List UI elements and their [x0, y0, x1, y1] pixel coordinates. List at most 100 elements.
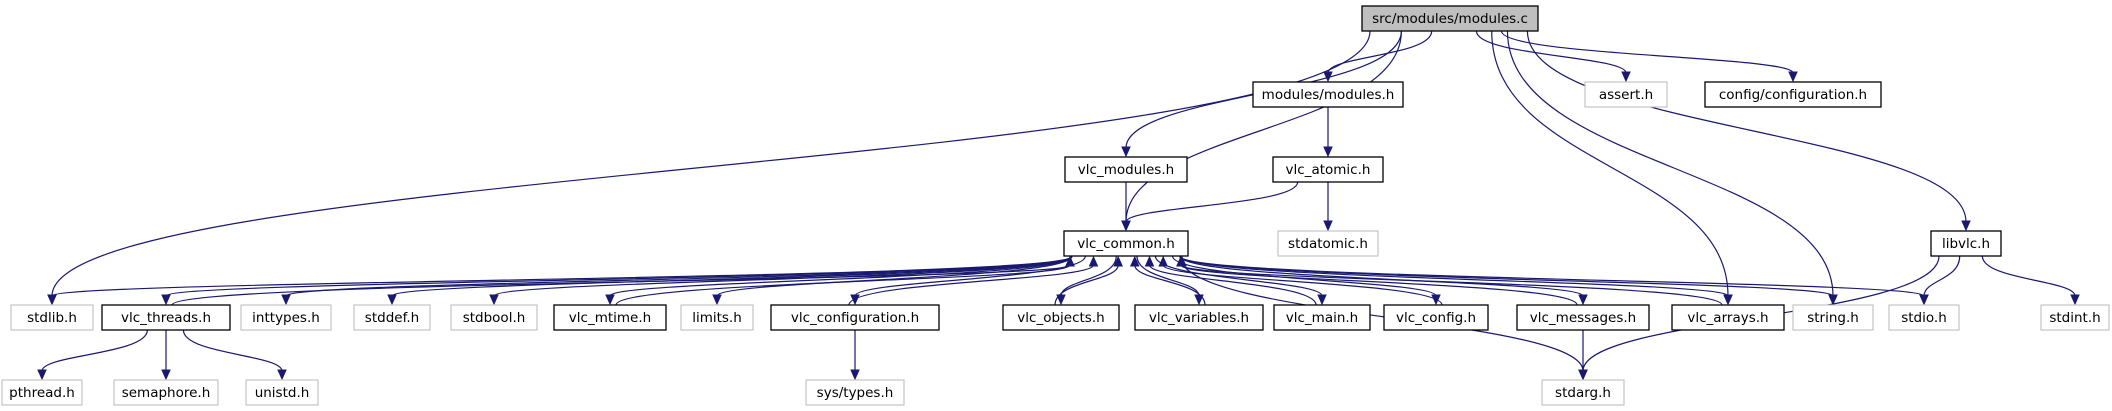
node-vlc-common-h[interactable]: vlc_common.h	[1063, 230, 1189, 257]
node-box	[1064, 156, 1188, 183]
edge-vlc-arrays-h-to-vlc-common-h	[1177, 255, 1723, 306]
node-label: semaphore.h	[122, 385, 211, 401]
node-label: stdlib.h	[27, 310, 77, 326]
node-box	[1134, 304, 1264, 331]
node-label: stdbool.h	[463, 310, 526, 326]
node-inttypes-h: inttypes.h	[240, 304, 332, 331]
node-libvlc-h[interactable]: libvlc.h	[1930, 230, 2002, 257]
arrowhead-icon	[1065, 255, 1075, 267]
arrowhead-icon	[161, 294, 171, 306]
node-unistd-h: unistd.h	[245, 379, 319, 406]
arrowhead-icon	[1194, 294, 1204, 306]
node-stdint-h: stdint.h	[2040, 304, 2110, 331]
node-label: stdarg.h	[1555, 385, 1611, 401]
node-label: vlc_threads.h	[121, 310, 211, 326]
node-box	[1704, 81, 1882, 108]
node-vlc-threads-h[interactable]: vlc_threads.h	[101, 304, 231, 331]
node-box	[240, 304, 332, 331]
node-box	[10, 304, 94, 331]
node-stdatomic-h: stdatomic.h	[1277, 230, 1379, 257]
node-src-modules-modules-c[interactable]: src/modules/modules.c	[1361, 5, 1539, 32]
node-label: string.h	[1807, 310, 1859, 326]
node-label: sys/types.h	[817, 385, 894, 401]
node-box	[2040, 304, 2110, 331]
node-vlc-variables-h[interactable]: vlc_variables.h	[1134, 304, 1264, 331]
node-box	[450, 304, 538, 331]
node-vlc-main-h[interactable]: vlc_main.h	[1273, 304, 1371, 331]
arrowhead-icon	[1056, 294, 1066, 306]
node-vlc-atomic-h[interactable]: vlc_atomic.h	[1272, 156, 1384, 183]
node-label: config/configuration.h	[1719, 87, 1867, 103]
edge-src-modules-modules-c-to-assert-h	[1475, 30, 1631, 83]
edge-vlc-objects-h-to-vlc-common-h	[1054, 255, 1123, 306]
edge-vlc-common-h-to-vlc-variables-h	[1136, 255, 1204, 306]
arrowhead-icon	[1621, 71, 1631, 83]
edge-src-modules-modules-c-to-vlc-common-h	[1121, 30, 1402, 232]
node-box	[1541, 379, 1625, 406]
edge-vlc-threads-h-to-semaphore-h	[161, 330, 171, 381]
edge-vlc-common-h-to-stdbool-h	[489, 255, 1073, 306]
arrowhead-icon	[1317, 294, 1327, 306]
node-vlc-objects-h[interactable]: vlc_objects.h	[1002, 304, 1120, 331]
node-label: stdatomic.h	[1288, 236, 1368, 252]
node-box	[245, 379, 319, 406]
node-box	[1273, 304, 1371, 331]
node-label: vlc_messages.h	[1530, 310, 1636, 326]
node-stdio-h: stdio.h	[1888, 304, 1960, 331]
node-vlc-modules-h[interactable]: vlc_modules.h	[1064, 156, 1188, 183]
edge-vlc-variables-h-to-vlc-common-h	[1129, 255, 1206, 306]
node-stdlib-h: stdlib.h	[10, 304, 94, 331]
arrowhead-icon	[1323, 146, 1333, 158]
node-box	[1888, 304, 1960, 331]
node-label: stddef.h	[365, 310, 419, 326]
arrowhead-icon	[1129, 255, 1140, 267]
node-string-h: string.h	[1792, 304, 1874, 331]
node-label: vlc_config.h	[1396, 310, 1476, 326]
edge-vlc-atomic-h-to-stdatomic-h	[1323, 182, 1333, 232]
node-vlc-arrays-h[interactable]: vlc_arrays.h	[1671, 304, 1785, 331]
node-label: vlc_arrays.h	[1687, 310, 1768, 326]
graph-nodes: src/modules/modules.c modules/modules.h as…	[1, 5, 2110, 406]
node-vlc-mtime-h[interactable]: vlc_mtime.h	[553, 304, 667, 331]
node-modules-modules-h[interactable]: modules/modules.h	[1252, 81, 1404, 108]
edge-vlc-main-h-to-vlc-common-h	[1144, 255, 1317, 306]
node-pthread-h: pthread.h	[1, 379, 83, 406]
edge-vlc-modules-h-to-vlc-common-h	[1121, 181, 1131, 232]
edge-vlc-common-h-to-vlc-arrays-h	[1179, 255, 1733, 306]
node-box	[1002, 304, 1120, 331]
edge-vlc-configuration-h-to-sys-types-h	[850, 330, 860, 381]
edge-vlc-common-h-to-vlc-threads-h	[161, 255, 1073, 306]
edge-src-modules-modules-c-to-libvlc-h	[1526, 30, 1971, 232]
node-box	[770, 304, 940, 331]
arrowhead-icon	[1578, 294, 1588, 306]
node-stdbool-h: stdbool.h	[450, 304, 538, 331]
arrowhead-icon	[489, 294, 499, 306]
node-box	[1361, 5, 1539, 32]
node-config-configuration-h[interactable]: config/configuration.h	[1704, 81, 1882, 108]
node-box	[680, 304, 754, 331]
node-vlc-configuration-h[interactable]: vlc_configuration.h	[770, 304, 940, 331]
node-assert-h: assert.h	[1584, 81, 1668, 108]
node-box	[1, 379, 83, 406]
node-box	[1383, 304, 1489, 331]
node-stddef-h: stddef.h	[353, 304, 431, 331]
node-box	[805, 379, 905, 406]
node-box	[1063, 230, 1189, 257]
node-label: stdint.h	[2049, 310, 2100, 326]
arrowhead-icon	[37, 369, 47, 381]
node-sys-types-h: sys/types.h	[805, 379, 905, 406]
node-label: vlc_main.h	[1286, 310, 1359, 326]
node-vlc-messages-h[interactable]: vlc_messages.h	[1516, 304, 1650, 331]
node-label: vlc_mtime.h	[569, 310, 651, 326]
arrowhead-icon	[1121, 220, 1131, 232]
node-box	[113, 379, 219, 406]
node-box	[1671, 304, 1785, 331]
arrowhead-icon	[1578, 369, 1588, 381]
arrowhead-icon	[605, 294, 615, 306]
node-vlc-config-h[interactable]: vlc_config.h	[1383, 304, 1489, 331]
node-stdarg-h: stdarg.h	[1541, 379, 1625, 406]
arrowhead-icon	[1088, 255, 1099, 267]
node-label: modules/modules.h	[1262, 87, 1395, 103]
edge-libvlc-h-to-stdint-h	[1981, 255, 2080, 306]
